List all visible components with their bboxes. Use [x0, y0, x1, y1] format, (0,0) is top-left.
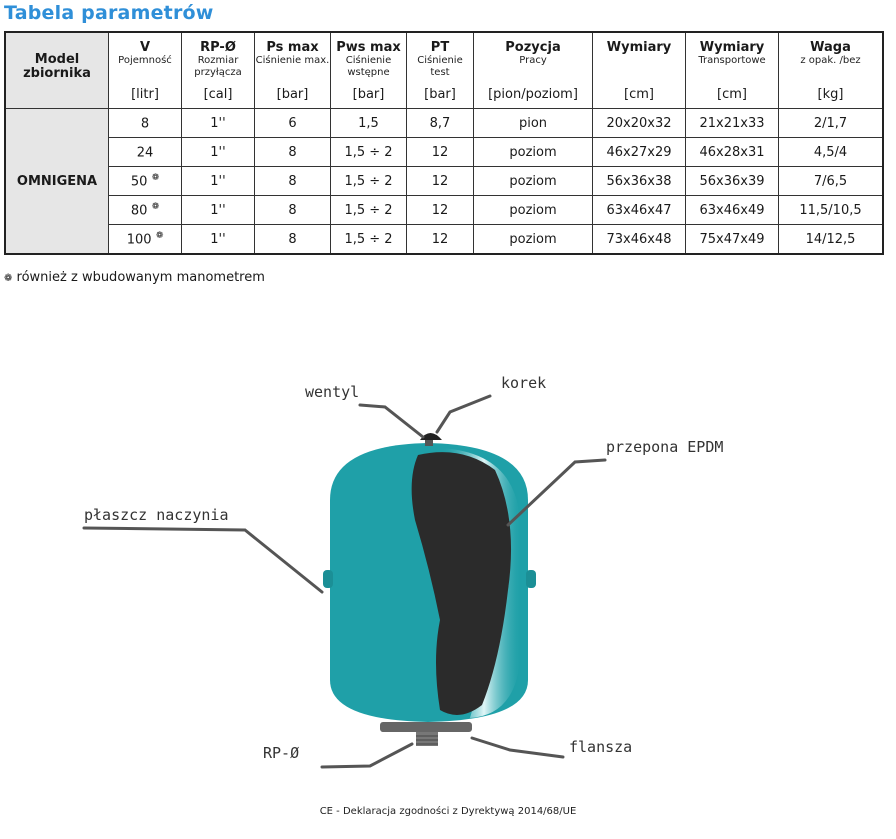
membrane-icon — [411, 452, 512, 715]
cell-transport-dimensions: 75x47x49 — [685, 224, 779, 255]
flange-icon — [380, 722, 472, 732]
label-plaszcz: płaszcz naczynia — [84, 506, 229, 524]
cell-ps-max: 8 — [254, 166, 331, 196]
cell-ps-max: 8 — [254, 224, 331, 255]
tank-side-knob-right — [526, 570, 536, 588]
cell-pws-max: 1,5 ÷ 2 — [330, 195, 407, 225]
table-header-row: Model zbiornika V Pojemność [litr] RP-Ø … — [4, 31, 884, 109]
cell-dimensions: 46x27x29 — [592, 137, 686, 167]
cell-position: poziom — [473, 137, 593, 167]
cell-ps-max: 6 — [254, 108, 331, 138]
parameters-table: Model zbiornika V Pojemność [litr] RP-Ø … — [4, 31, 884, 255]
table-row: 80 ❁ 1'' 8 1,5 ÷ 2 12 poziom 63x46x47 63… — [5, 195, 884, 225]
footnote: ❁ również z wbudowanym manometrem — [4, 270, 265, 285]
cell-dimensions: 73x46x48 — [592, 224, 686, 255]
header-pws-max: Pws max Ciśnienie wstępne [bar] — [330, 31, 407, 109]
cell-transport-dimensions: 21x21x33 — [685, 108, 779, 138]
cell-volume: 80 ❁ — [108, 195, 182, 225]
header-volume: V Pojemność [litr] — [108, 31, 182, 109]
cell-pt: 12 — [406, 195, 474, 225]
cell-dimensions: 63x46x47 — [592, 195, 686, 225]
leader-przepona — [506, 458, 607, 527]
cell-pws-max: 1,5 — [330, 108, 407, 138]
cell-pws-max: 1,5 ÷ 2 — [330, 166, 407, 196]
cell-pws-max: 1,5 ÷ 2 — [330, 137, 407, 167]
leader-rp — [320, 742, 414, 769]
label-rp: RP-Ø — [263, 744, 300, 762]
table-row: 100 ❁ 1'' 8 1,5 ÷ 2 12 poziom 73x46x48 7… — [5, 224, 884, 255]
flower-icon: ❁ — [4, 273, 13, 284]
cell-pt: 8,7 — [406, 108, 474, 138]
cell-transport-dimensions: 46x28x31 — [685, 137, 779, 167]
cell-transport-dimensions: 56x36x39 — [685, 166, 779, 196]
ce-declaration: CE - Deklaracja zgodności z Dyrektywą 20… — [319, 806, 577, 817]
cell-position: poziom — [473, 166, 593, 196]
label-przepona: przepona EPDM — [606, 438, 724, 456]
table-row: OMNIGENA 8 1'' 6 1,5 8,7 pion 20x20x32 2… — [4, 108, 884, 255]
leader-korek — [435, 394, 492, 434]
cell-weight: 2/1,7 — [778, 108, 884, 138]
valve-cap-icon — [420, 433, 442, 440]
label-korek: korek — [501, 374, 547, 392]
cell-connection: 1'' — [181, 137, 255, 167]
cell-weight: 14/12,5 — [778, 224, 884, 255]
footnote-text: również z wbudowanym manometrem — [16, 270, 265, 285]
cell-position: poziom — [473, 224, 593, 255]
cell-position: pion — [473, 108, 593, 138]
header-model: Model zbiornika — [4, 31, 109, 109]
cell-position: poziom — [473, 195, 593, 225]
header-pt: PT Ciśnienie test [bar] — [406, 31, 474, 109]
label-wentyl: wentyl — [305, 383, 360, 401]
cell-dimensions: 56x36x38 — [592, 166, 686, 196]
header-weight: Waga z opak. /bez [kg] — [778, 31, 884, 109]
tank-side-knob-left — [323, 570, 333, 588]
header-dimensions: Wymiary [cm] — [592, 31, 686, 109]
cell-ps-max: 8 — [254, 195, 331, 225]
cell-pws-max: 1,5 ÷ 2 — [330, 224, 407, 255]
header-position: Pozycja Pracy [pion/poziom] — [473, 31, 593, 109]
leader-plaszcz — [82, 526, 324, 594]
cell-weight: 11,5/10,5 — [778, 195, 884, 225]
cell-pt: 12 — [406, 224, 474, 255]
cell-transport-dimensions: 63x46x49 — [685, 195, 779, 225]
header-transport-dimensions: Wymiary Transportowe [cm] — [685, 31, 779, 109]
cell-connection: 1'' — [181, 195, 255, 225]
page-title: Tabela parametrów — [4, 2, 214, 24]
table-row: 24 1'' 8 1,5 ÷ 2 12 poziom 46x27x29 46x2… — [5, 137, 884, 167]
cell-connection: 1'' — [181, 108, 255, 138]
header-ps-max: Ps max Ciśnienie max. [bar] — [254, 31, 331, 109]
cell-dimensions: 20x20x32 — [592, 108, 686, 138]
cell-weight: 4,5/4 — [778, 137, 884, 167]
header-connection: RP-Ø Rozmiar przyłącza [cal] — [181, 31, 255, 109]
leader-wentyl — [358, 403, 425, 439]
model-name: OMNIGENA — [4, 108, 109, 255]
label-flansza: flansza — [569, 738, 633, 756]
leader-flansza — [470, 736, 565, 759]
